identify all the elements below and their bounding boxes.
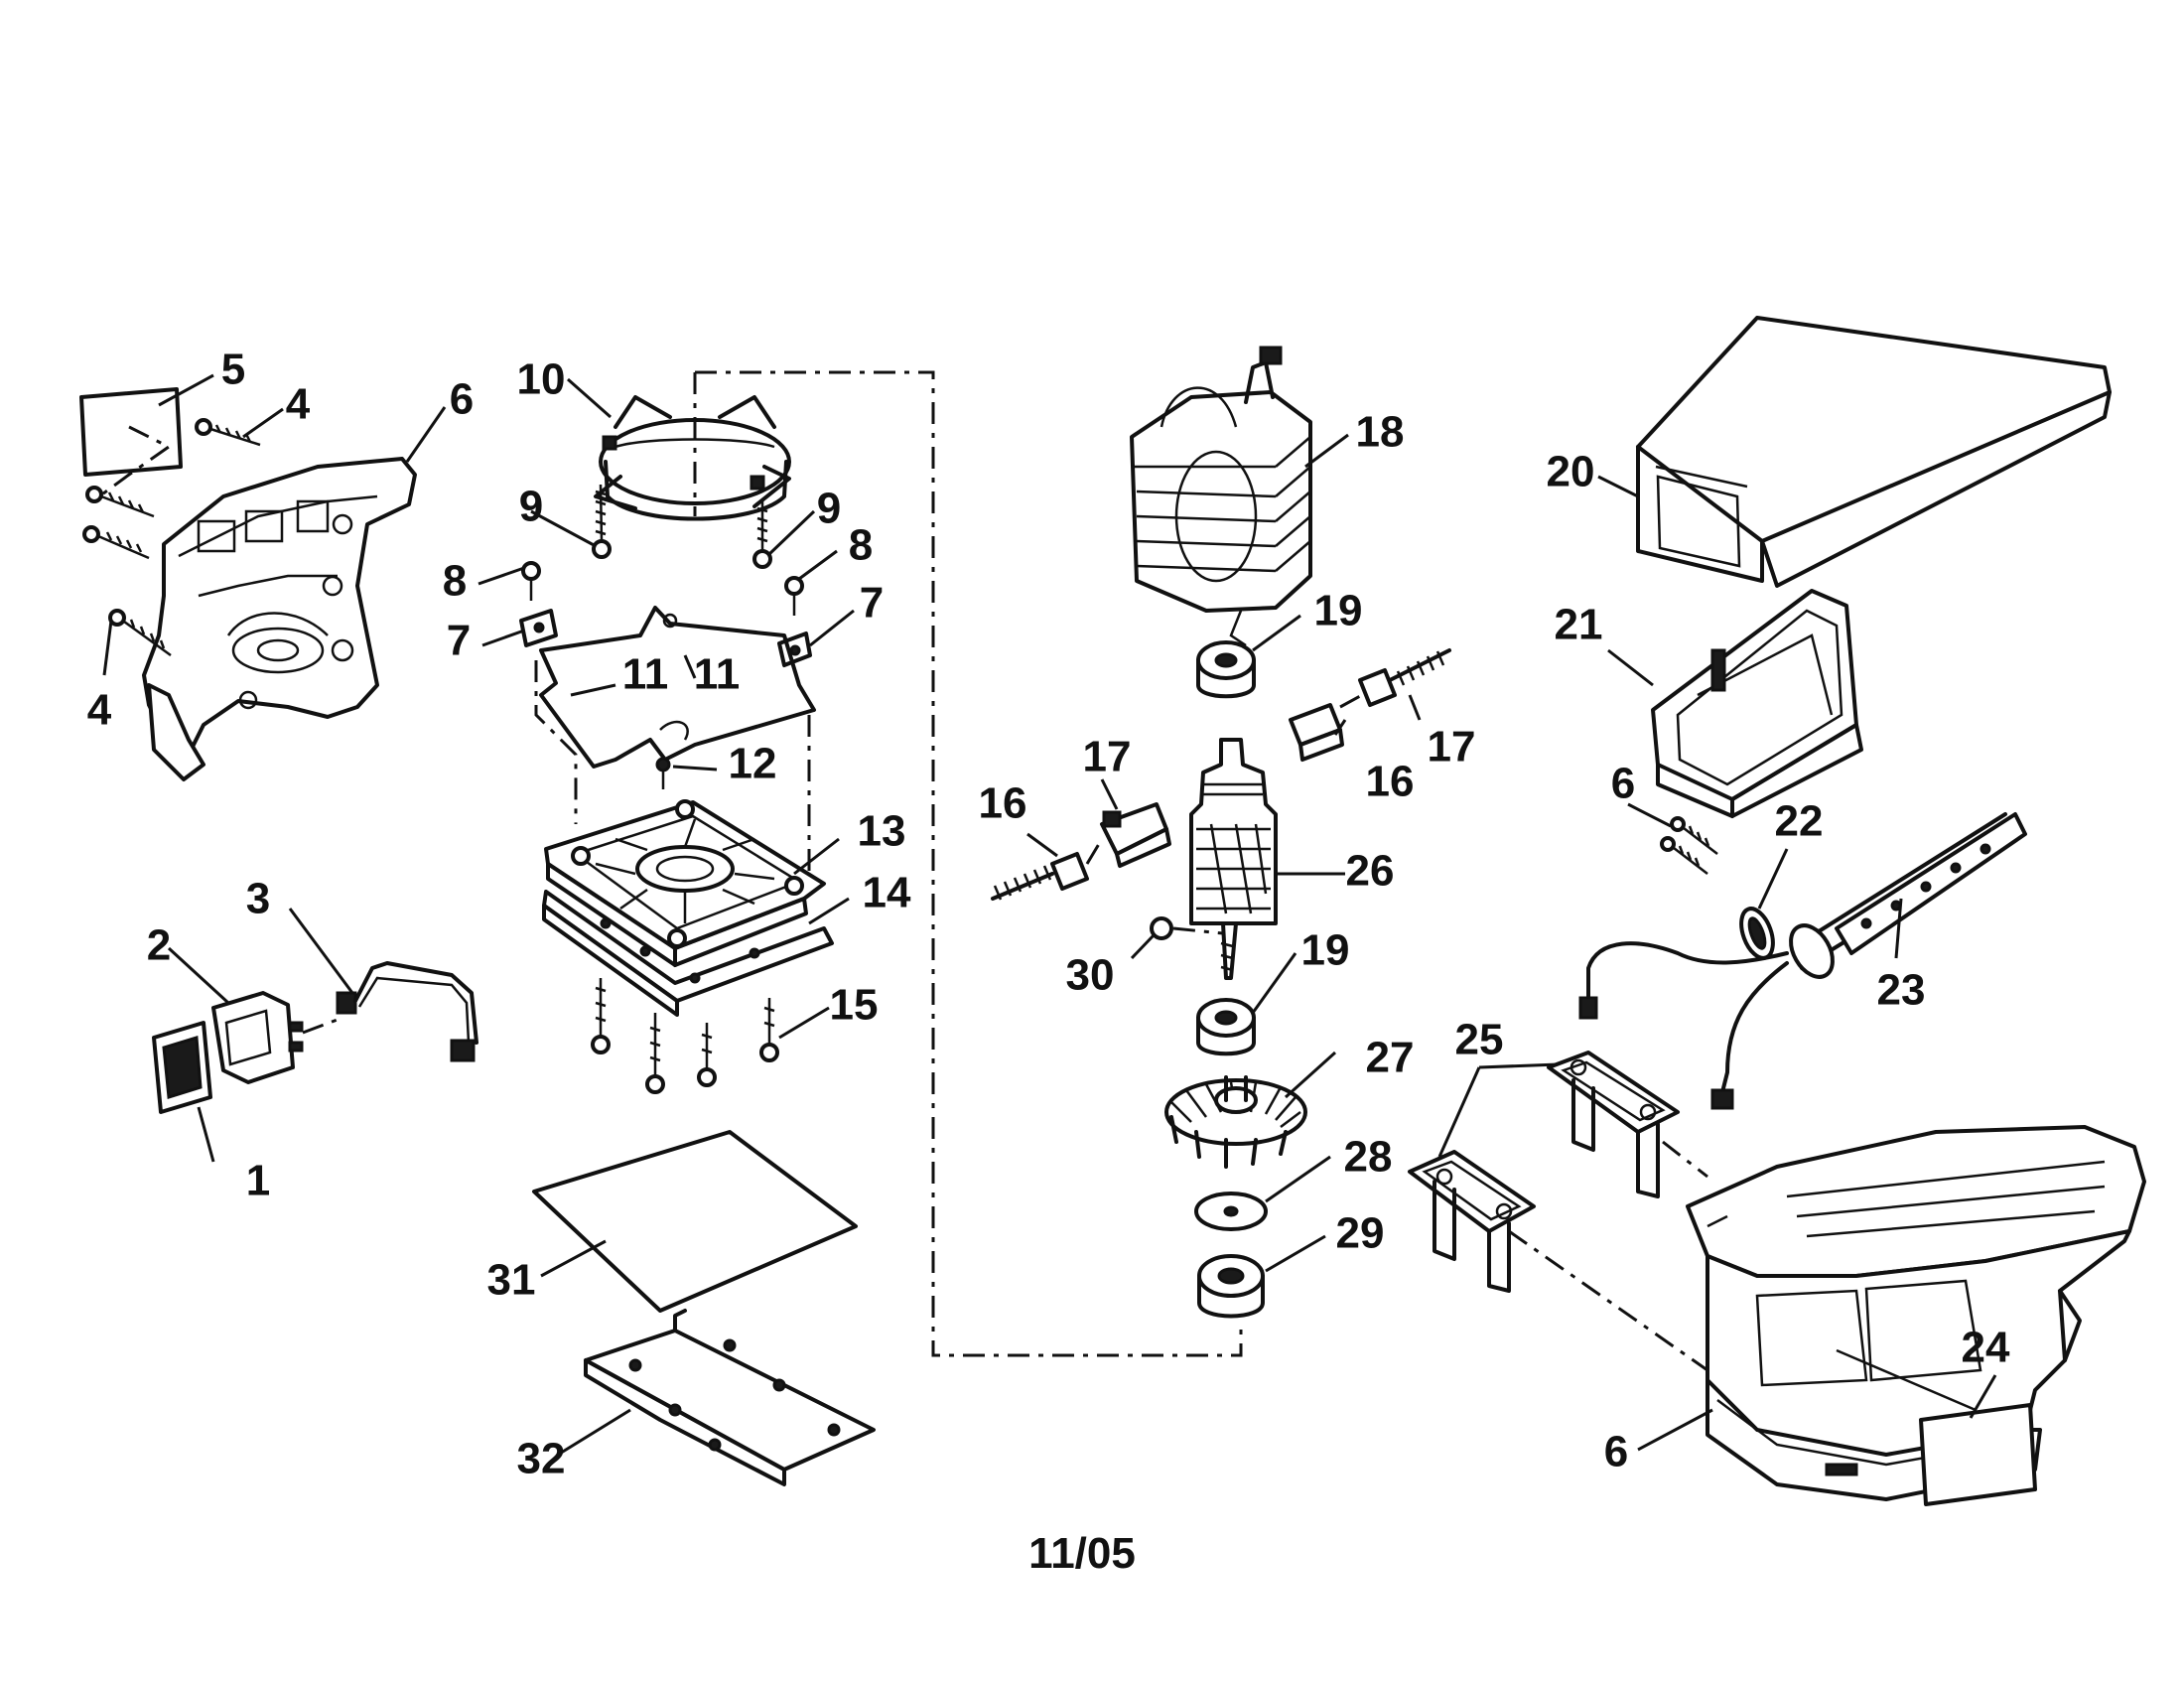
callout-4-top: 4 xyxy=(286,380,311,429)
callout-19-lower: 19 xyxy=(1301,926,1350,975)
part-6-screws-right xyxy=(1660,816,1718,875)
callout-12: 12 xyxy=(729,740,777,788)
callout-23: 23 xyxy=(1877,966,1926,1015)
callout-17-right: 17 xyxy=(1428,723,1476,772)
callout-1: 1 xyxy=(246,1157,270,1205)
part-5-label xyxy=(79,387,183,477)
callout-17-left: 17 xyxy=(1083,733,1132,781)
part-15-screws xyxy=(591,978,779,1094)
callout-24: 24 xyxy=(1962,1324,2010,1372)
callout-30: 30 xyxy=(1066,951,1115,1000)
callout-3: 3 xyxy=(246,875,270,923)
callout-10: 10 xyxy=(517,355,566,404)
callout-7-right: 7 xyxy=(860,579,884,628)
part-6-sander-body xyxy=(1686,1125,2146,1501)
part-29-bearing xyxy=(1197,1254,1265,1319)
part-9-screws xyxy=(592,484,772,569)
part-24-label xyxy=(1919,1403,2037,1506)
callout-8-right: 8 xyxy=(849,521,873,570)
callout-15: 15 xyxy=(830,981,879,1030)
leader-lines xyxy=(102,373,1997,1457)
part-19-bearing-upper xyxy=(1196,640,1256,699)
callout-19-upper: 19 xyxy=(1314,587,1363,635)
callout-7-left: 7 xyxy=(447,617,471,665)
part-13-base-plate xyxy=(544,799,826,967)
callout-27: 27 xyxy=(1366,1034,1415,1082)
part-17-brush-holder-left xyxy=(1100,802,1171,868)
callout-13: 13 xyxy=(858,807,906,856)
callout-6-body: 6 xyxy=(1604,1428,1628,1476)
callout-29: 29 xyxy=(1336,1209,1385,1258)
part-2-switch xyxy=(211,991,304,1084)
callout-22: 22 xyxy=(1775,797,1824,846)
part-8-screws xyxy=(521,561,804,616)
callout-9-left: 9 xyxy=(519,483,543,531)
callout-20: 20 xyxy=(1547,448,1595,496)
part-4-screws xyxy=(82,418,261,657)
part-20-dust-box-lid xyxy=(1636,316,2112,588)
part-18-stator xyxy=(1130,346,1312,647)
part-3-wire xyxy=(336,961,478,1062)
part-25-bracket-left xyxy=(1408,1150,1536,1293)
callout-6-screws: 6 xyxy=(1611,760,1635,808)
callout-18: 18 xyxy=(1356,408,1405,457)
part-16-brush-right xyxy=(1289,703,1344,762)
part-25-bracket-right xyxy=(1547,1051,1680,1198)
callout-11-lower: 11 xyxy=(694,650,741,699)
part-11-gasket xyxy=(539,606,816,769)
part-32-punch-plate xyxy=(584,1309,876,1486)
part-14-pad xyxy=(542,890,834,1017)
part-22-strain-relief xyxy=(1739,907,1775,960)
part-30-ball xyxy=(1150,916,1173,940)
callout-9-right: 9 xyxy=(817,485,841,533)
callout-11-upper: 11 xyxy=(622,650,669,699)
part-1-switch-cover xyxy=(152,1021,212,1114)
callout-26: 26 xyxy=(1346,847,1395,896)
callout-14: 14 xyxy=(863,869,911,917)
callout-6-housing: 6 xyxy=(450,375,474,424)
callout-25: 25 xyxy=(1455,1016,1504,1064)
part-27-fan xyxy=(1164,1075,1307,1169)
date-code: 11/05 xyxy=(1028,1529,1136,1578)
callout-31: 31 xyxy=(487,1256,536,1305)
part-17-spring-right xyxy=(1358,648,1451,707)
callout-32: 32 xyxy=(517,1435,566,1483)
callout-2: 2 xyxy=(147,921,171,970)
callout-5: 5 xyxy=(221,346,245,394)
part-21-dust-box xyxy=(1651,589,1863,818)
callout-4-bottom: 4 xyxy=(87,686,112,735)
part-31-sandpaper xyxy=(532,1130,858,1313)
callout-8-left: 8 xyxy=(443,557,467,606)
part-6-housing-left xyxy=(142,457,417,781)
callout-16-right: 16 xyxy=(1366,758,1415,806)
part-12-screw xyxy=(655,757,671,789)
callout-21: 21 xyxy=(1555,601,1603,649)
part-23-cord xyxy=(1578,812,2027,1110)
part-26-armature xyxy=(1189,738,1278,980)
callout-labels: 5 4 6 4 3 2 1 10 9 9 8 8 7 7 11 11 12 13… xyxy=(87,346,2010,1483)
callout-16-left: 16 xyxy=(979,779,1027,828)
callout-28: 28 xyxy=(1344,1133,1393,1182)
part-16-brush-left xyxy=(991,852,1089,901)
part-19-bearing-lower xyxy=(1196,998,1256,1056)
part-28-washer xyxy=(1194,1192,1268,1231)
part-10-dust-shroud xyxy=(594,395,791,521)
